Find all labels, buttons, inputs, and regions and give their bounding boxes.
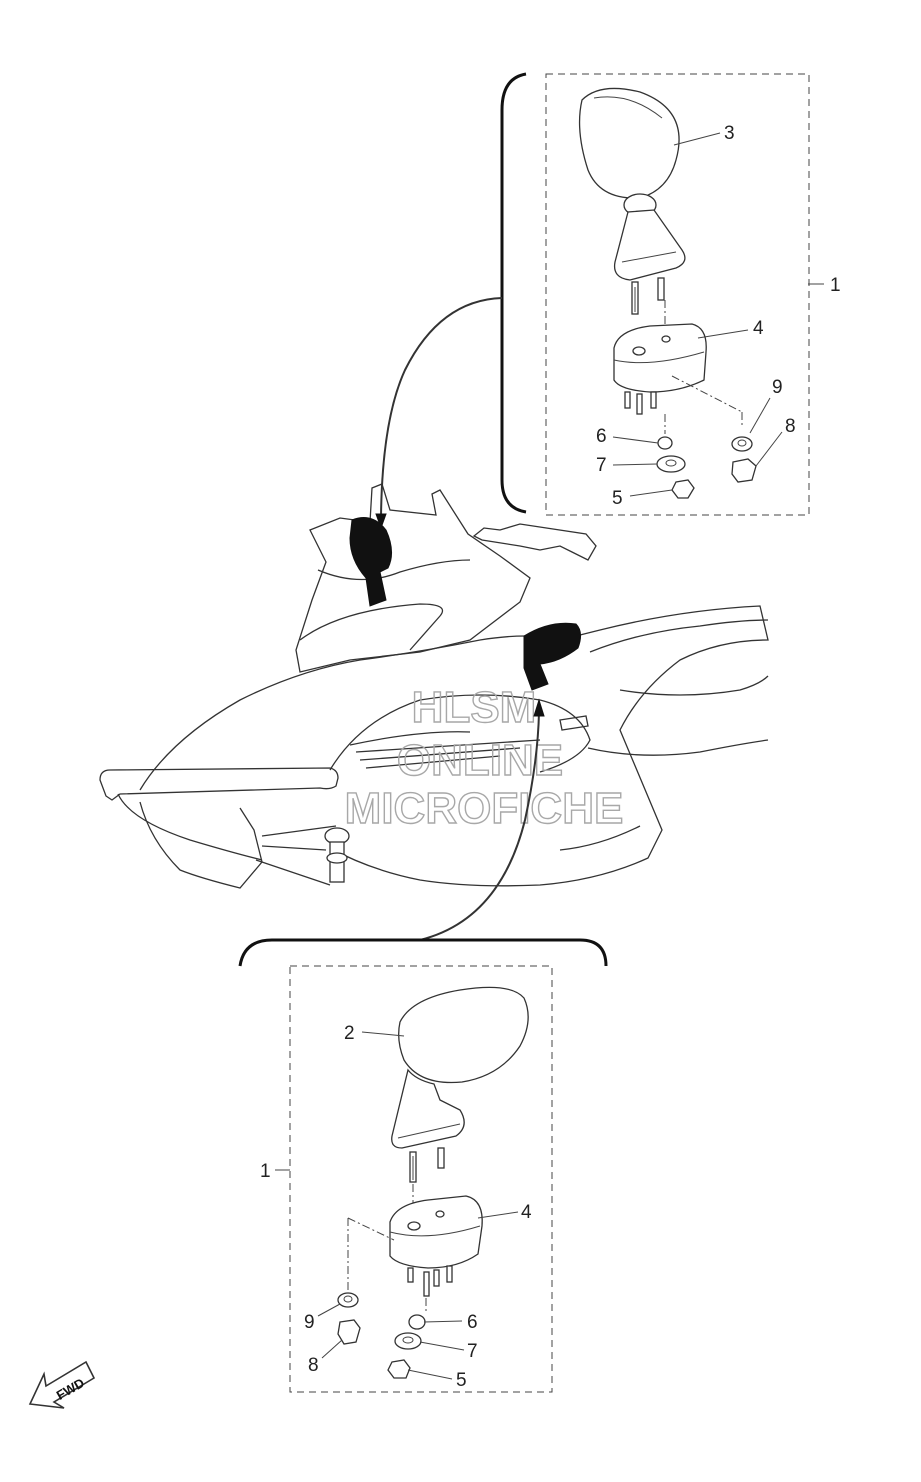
callout-3: 3 bbox=[724, 123, 735, 144]
callout-6-upper: 6 bbox=[596, 426, 607, 447]
callout-5-lower: 5 bbox=[456, 1370, 467, 1391]
callout-8-upper: 8 bbox=[785, 416, 796, 437]
lower-bracket-part bbox=[347, 1195, 483, 1314]
watermark: HLSM ONLINE MICROFICHE bbox=[344, 682, 624, 833]
callout-5-upper: 5 bbox=[612, 488, 623, 509]
callout-7-lower: 7 bbox=[467, 1341, 478, 1362]
callout-4-upper: 4 bbox=[753, 318, 764, 339]
snowmobile-body bbox=[99, 483, 769, 889]
lower-callout-arrow bbox=[419, 711, 540, 941]
lower-leaders bbox=[275, 1031, 519, 1380]
lower-mirror-part bbox=[391, 986, 529, 1214]
callout-7-upper: 7 bbox=[596, 455, 607, 476]
callout-9-upper: 9 bbox=[772, 377, 783, 398]
upper-mirror-part bbox=[578, 87, 686, 338]
callout-8-lower: 8 bbox=[308, 1355, 319, 1376]
fwd-arrow-icon: FWD bbox=[28, 1360, 96, 1409]
lower-hardware bbox=[337, 1292, 426, 1379]
upper-hardware bbox=[656, 436, 757, 499]
upper-group-brace bbox=[500, 72, 527, 514]
upper-arrow-head bbox=[375, 513, 387, 530]
callout-2: 2 bbox=[344, 1023, 355, 1044]
callout-1-upper: 1 bbox=[830, 275, 841, 296]
lower-group-brace bbox=[238, 938, 608, 967]
watermark-line-3: MICROFICHE bbox=[345, 784, 624, 833]
lower-arrow-head bbox=[533, 698, 545, 717]
callout-1-lower: 1 bbox=[260, 1161, 271, 1182]
callout-9-lower: 9 bbox=[304, 1312, 315, 1333]
callout-6-lower: 6 bbox=[467, 1312, 478, 1333]
upper-bracket-part bbox=[613, 323, 743, 434]
upper-callout-arrow bbox=[380, 297, 503, 519]
upper-group-frame bbox=[545, 73, 810, 516]
watermark-line-1: HLSM bbox=[412, 683, 537, 732]
upper-leaders bbox=[612, 132, 824, 497]
callout-4-lower: 4 bbox=[521, 1202, 532, 1223]
lower-group-frame bbox=[289, 965, 553, 1393]
